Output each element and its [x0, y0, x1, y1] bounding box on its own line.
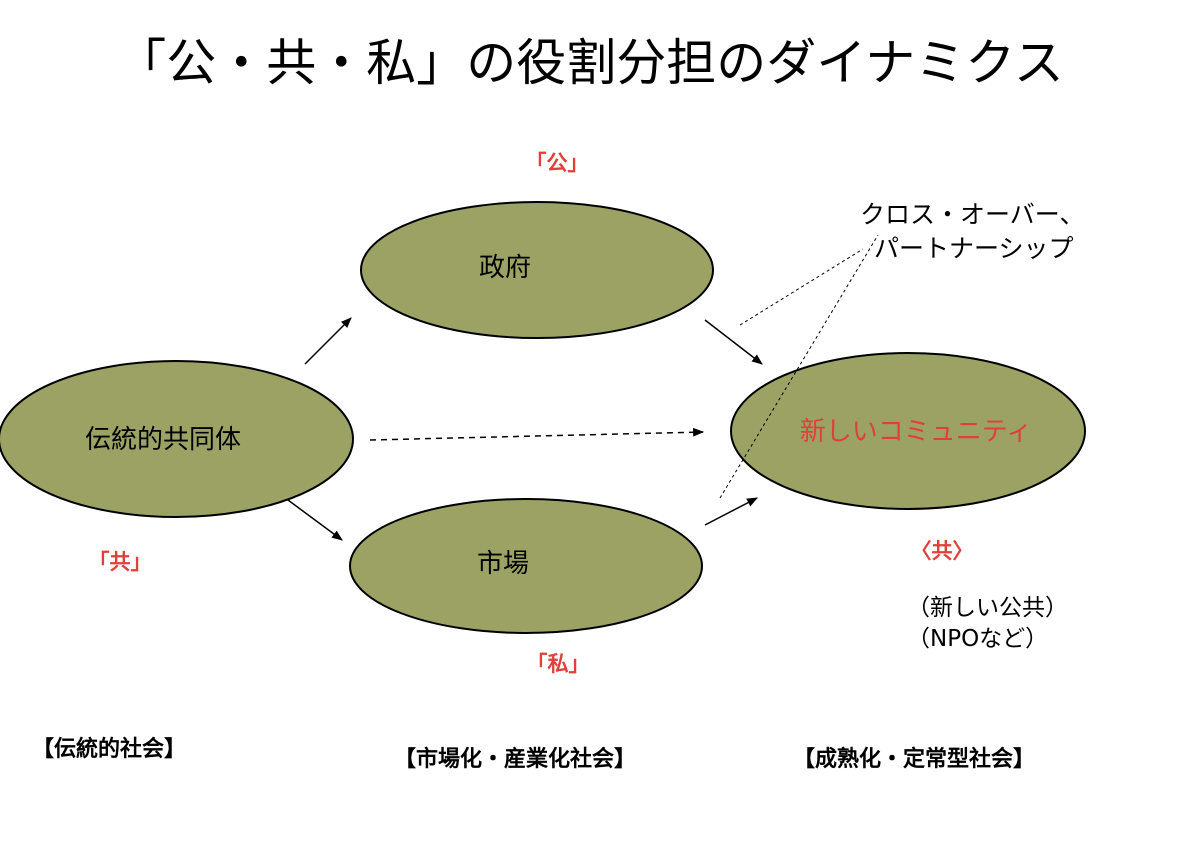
node-new-community-label: 新しいコミュニティ [799, 417, 1033, 447]
arrow-community-to-government [304, 317, 352, 365]
tag-common: 「共」 [88, 550, 152, 574]
diagram-title: 「公・共・私」の役割分担のダイナミクス [116, 34, 1064, 92]
arrow-government-to-new-community [704, 319, 763, 365]
crossover-line-upper [739, 248, 864, 326]
crossover-note-line1: クロス・オーバー、 [860, 200, 1085, 229]
society-mature: 【成熟化・定常型社会】 [793, 747, 1036, 772]
crossover-note-line2: パートナーシップ [874, 234, 1074, 263]
society-traditional: 【伝統的社会】 [32, 737, 187, 762]
node-market-label: 市場 [476, 549, 530, 579]
node-government-label: 政府 [478, 253, 532, 283]
society-industrial: 【市場化・産業化社会】 [394, 747, 637, 772]
node-new-community-shape [730, 352, 1086, 510]
tag-public: 「公」 [525, 151, 589, 175]
node-traditional-community-shape [0, 360, 354, 518]
node-government-shape [360, 201, 714, 339]
arrow-market-to-new-community [704, 497, 758, 526]
note-new-public: （新しい公共） [907, 595, 1068, 621]
tag-new-common: 〈共〉 [910, 539, 974, 563]
node-market-shape [349, 498, 703, 634]
node-traditional-community-label: 伝統的共同体 [84, 425, 242, 455]
arrow-community-to-market [287, 499, 343, 541]
tag-private: 「私」 [526, 652, 590, 676]
arrow-community-to-new-community-dashed [369, 427, 705, 441]
note-npo: （NPOなど） [907, 626, 1049, 652]
